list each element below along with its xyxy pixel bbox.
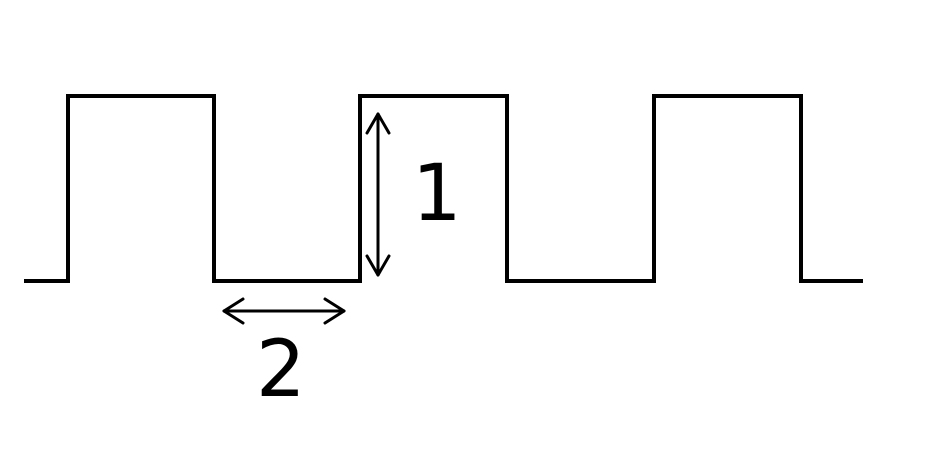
amplitude-arrow-head-top [365, 112, 391, 135]
amplitude-arrow-head-bottom [365, 254, 391, 277]
width-arrow-head-left [222, 297, 245, 325]
square-wave-line [24, 94, 863, 283]
width-arrow-head-right [323, 297, 346, 325]
width-arrow [222, 297, 346, 325]
amplitude-label: 1 [412, 149, 462, 239]
amplitude-arrow [365, 112, 391, 277]
width-label: 2 [256, 325, 306, 415]
